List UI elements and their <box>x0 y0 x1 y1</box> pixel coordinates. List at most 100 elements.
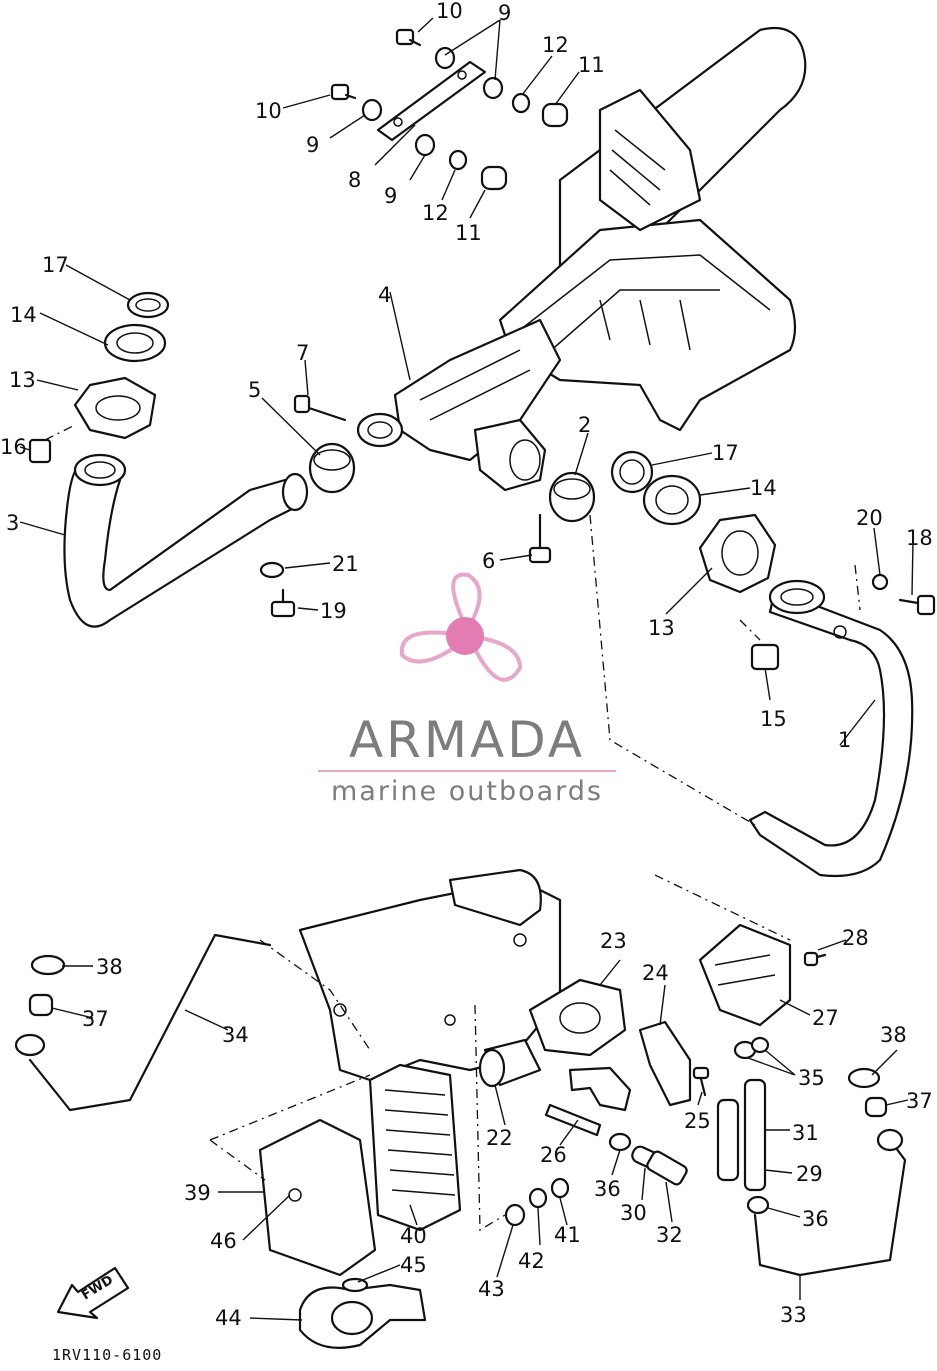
silencer-case-39 <box>258 1118 377 1277</box>
collar-14-right <box>642 474 702 526</box>
callout-30: 30 <box>620 1201 647 1225</box>
bolt-10-b <box>330 83 357 101</box>
collar-11-a <box>541 102 569 128</box>
callout-28: 28 <box>842 926 869 950</box>
forward-arrow-icon: FWD <box>56 1266 130 1320</box>
bolt-6 <box>528 513 552 564</box>
washer-20 <box>871 573 889 591</box>
gasket-ring-2 <box>548 471 596 523</box>
part-callouts: 1 2 3 4 5 6 7 8 9 9 9 10 10 11 11 12 12 … <box>0 0 933 1330</box>
callout-12-top: 12 <box>542 33 569 57</box>
ring-17-left <box>126 291 170 319</box>
muffler-assembly <box>356 26 807 492</box>
grommet-9-d <box>414 133 436 157</box>
callout-15: 15 <box>760 707 787 731</box>
callout-2: 2 <box>578 413 591 437</box>
callout-27: 27 <box>812 1006 839 1030</box>
elbow-joint <box>568 1066 632 1112</box>
callout-36-right: 36 <box>802 1207 829 1231</box>
washer-41 <box>550 1177 570 1199</box>
callout-21: 21 <box>332 552 359 576</box>
callout-14-right: 14 <box>750 476 777 500</box>
flange-nut-13-left <box>73 376 157 440</box>
callout-11-bottom: 11 <box>455 221 482 245</box>
callout-11-top: 11 <box>578 53 605 77</box>
callout-4: 4 <box>378 283 391 307</box>
callout-38-right: 38 <box>880 1023 907 1047</box>
exhaust-pipe-right <box>748 579 914 878</box>
clamp-38-right <box>847 1067 881 1089</box>
callout-19: 19 <box>320 599 347 623</box>
callout-5: 5 <box>248 378 261 402</box>
hose-31 <box>716 1078 767 1192</box>
callout-17-right: 17 <box>712 441 739 465</box>
armada-watermark: ARMADA marine outboards <box>318 572 616 807</box>
callout-3: 3 <box>6 511 19 535</box>
callout-31: 31 <box>792 1121 819 1145</box>
hose-32 <box>646 1150 688 1186</box>
callout-13-left: 13 <box>9 368 36 392</box>
clamp-37-right <box>864 1096 888 1118</box>
grommet-12-a <box>511 92 531 114</box>
grommet-9-b <box>482 76 504 100</box>
collar-14-left <box>103 323 167 363</box>
brand-tagline: marine outboards <box>331 776 603 807</box>
reed-valve-23 <box>528 978 627 1057</box>
callout-17-left: 17 <box>42 253 69 277</box>
callout-9-top: 9 <box>498 1 511 25</box>
pipe-33 <box>753 1128 907 1277</box>
exhaust-pipe-left <box>63 453 309 628</box>
band-45 <box>341 1277 369 1293</box>
callout-8: 8 <box>348 168 361 192</box>
callout-46: 46 <box>210 1229 237 1253</box>
intake-joint-22 <box>478 1038 542 1088</box>
bolt-10-a <box>395 28 422 47</box>
callout-6: 6 <box>482 549 495 573</box>
callout-24: 24 <box>642 961 669 985</box>
callout-34: 34 <box>222 1023 249 1047</box>
grommet-9-c <box>361 98 383 122</box>
ring-17-right <box>610 450 654 494</box>
callout-35: 35 <box>798 1066 825 1090</box>
callout-16: 16 <box>0 435 27 459</box>
callout-37-right: 37 <box>906 1089 933 1113</box>
callout-10-top: 10 <box>436 0 463 23</box>
clamp-38-left <box>30 954 66 976</box>
collar-11-b <box>480 165 508 191</box>
pipe-34 <box>14 933 272 1112</box>
callout-38-left: 38 <box>96 955 123 979</box>
callout-9-left: 9 <box>306 133 319 157</box>
filter-element-40 <box>368 1063 462 1232</box>
callout-42: 42 <box>518 1249 545 1273</box>
washer-21 <box>259 561 285 579</box>
callout-37-left: 37 <box>82 1007 109 1031</box>
bracket-24 <box>638 1020 692 1107</box>
washer-42 <box>528 1187 548 1209</box>
callout-43: 43 <box>478 1277 505 1301</box>
clamp-37-left <box>28 993 54 1017</box>
drawing-code: 1RV110-6100 <box>52 1346 162 1364</box>
callout-25: 25 <box>684 1109 711 1133</box>
clip-35 <box>733 1036 770 1060</box>
crankcase-cover <box>298 868 562 1082</box>
pipe-26 <box>544 1103 602 1137</box>
callout-13-right: 13 <box>648 616 675 640</box>
callout-9-bottom: 9 <box>384 184 397 208</box>
brand-name: ARMADA <box>349 711 585 769</box>
callout-39: 39 <box>184 1181 211 1205</box>
nut-16 <box>28 438 52 464</box>
callout-32: 32 <box>656 1223 683 1247</box>
callout-23: 23 <box>600 929 627 953</box>
callout-29: 29 <box>796 1162 823 1186</box>
nut-15 <box>750 643 780 671</box>
clip-36-a <box>608 1132 632 1152</box>
grommet-12-b <box>448 149 468 171</box>
callout-1: 1 <box>838 728 851 752</box>
callout-20: 20 <box>856 506 883 530</box>
callout-33: 33 <box>780 1303 807 1327</box>
callout-10-left: 10 <box>255 99 282 123</box>
gasket-ring-5 <box>308 442 356 494</box>
bolt-7 <box>293 394 347 422</box>
callout-12-bottom: 12 <box>422 201 449 225</box>
clip-36-b <box>746 1195 770 1215</box>
